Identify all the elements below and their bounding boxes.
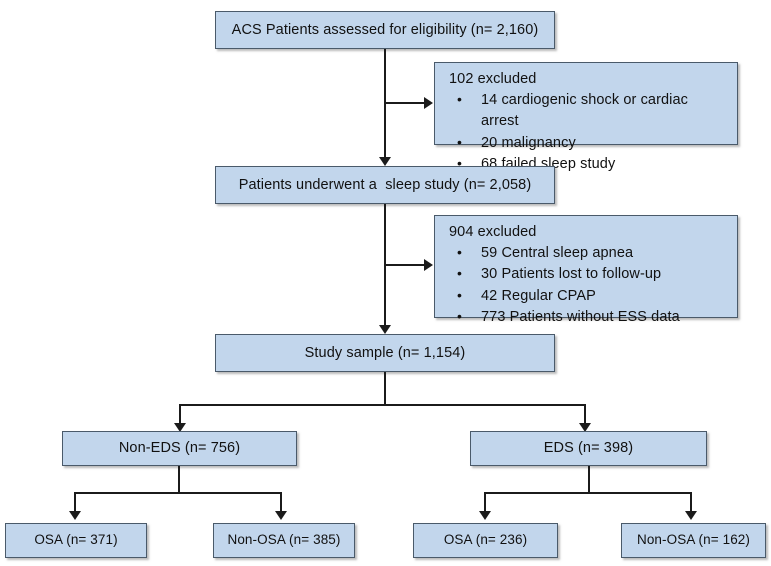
excluded-1-item: 20 malignancy [447,132,727,154]
node-eds-osa: OSA (n= 236) [413,523,558,558]
connector-study-sample-stem [384,372,386,405]
excluded-2-header: 904 excluded [449,224,537,240]
arrowhead-to-non-eds [174,423,186,432]
arrowhead-to-eds-non-osa [685,511,697,520]
connector-non-eds-stem [178,466,180,493]
excluded-2-item: 42 Regular CPAP [447,285,727,307]
excluded-1-header: 102 excluded [449,71,537,87]
node-eds-non-osa: Non-OSA (n= 162) [621,523,766,558]
connector-branch-excluded-2 [384,264,426,266]
arrowhead-to-excluded-2 [424,259,433,271]
connector-eds-split-bar [179,404,586,406]
arrowhead-to-non-eds-non-osa [275,511,287,520]
arrowhead-to-study-sample [379,325,391,334]
node-study-sample-label: Study sample (n= 1,154) [304,344,466,361]
node-excluded-1: 102 excluded 14 cardiogenic shock or car… [434,62,738,174]
connector-to-non-eds-osa [74,492,76,514]
node-non-eds-non-osa-label: Non-OSA (n= 385) [227,532,341,548]
node-assessed-for-eligibility: ACS Patients assessed for eligibility (n… [215,11,555,49]
arrowhead-to-eds-osa [479,511,491,520]
node-non-eds-osa: OSA (n= 371) [5,523,147,558]
excluded-2-item: 773 Patients without ESS data [447,306,727,328]
node-excluded-2: 904 excluded 59 Central sleep apnea 30 P… [434,215,738,327]
excluded-2-item: 59 Central sleep apnea [447,242,727,264]
connector-to-non-eds [179,404,181,426]
arrowhead-to-sleep-study [379,157,391,166]
node-non-eds-label: Non-EDS (n= 756) [118,440,241,457]
node-study-sample: Study sample (n= 1,154) [215,334,555,372]
arrowhead-to-eds [579,423,591,432]
node-non-eds-osa-label: OSA (n= 371) [34,532,118,548]
connector-to-eds [584,404,586,426]
connector-non-eds-split-bar [74,492,282,494]
node-eds-osa-label: OSA (n= 236) [443,532,528,548]
excluded-2-list: 59 Central sleep apnea 30 Patients lost … [447,242,727,328]
node-assessed-label: ACS Patients assessed for eligibility (n… [231,21,539,38]
excluded-2-item: 30 Patients lost to follow-up [447,263,727,285]
connector-branch-excluded-1 [384,102,426,104]
connector-eds-split-bar-2 [484,492,692,494]
excluded-1-list: 14 cardiogenic shock or cardiac arrest 2… [447,89,727,175]
connector-eds-stem [588,466,590,493]
node-eds-non-osa-label: Non-OSA (n= 162) [636,532,751,548]
node-eds: EDS (n= 398) [470,431,707,466]
connector-to-non-eds-non-osa [280,492,282,514]
node-eds-label: EDS (n= 398) [543,440,634,457]
arrowhead-to-non-eds-osa [69,511,81,520]
node-non-eds-non-osa: Non-OSA (n= 385) [213,523,355,558]
arrowhead-to-excluded-1 [424,97,433,109]
node-sleep-study-label: Patients underwent a sleep study (n= 2,0… [238,176,532,193]
node-underwent-sleep-study: Patients underwent a sleep study (n= 2,0… [215,166,555,204]
connector-to-eds-osa [484,492,486,514]
connector-to-eds-non-osa [690,492,692,514]
excluded-1-item: 14 cardiogenic shock or cardiac arrest [447,89,727,133]
connector-trunk-1 [384,49,386,159]
node-non-eds: Non-EDS (n= 756) [62,431,297,466]
